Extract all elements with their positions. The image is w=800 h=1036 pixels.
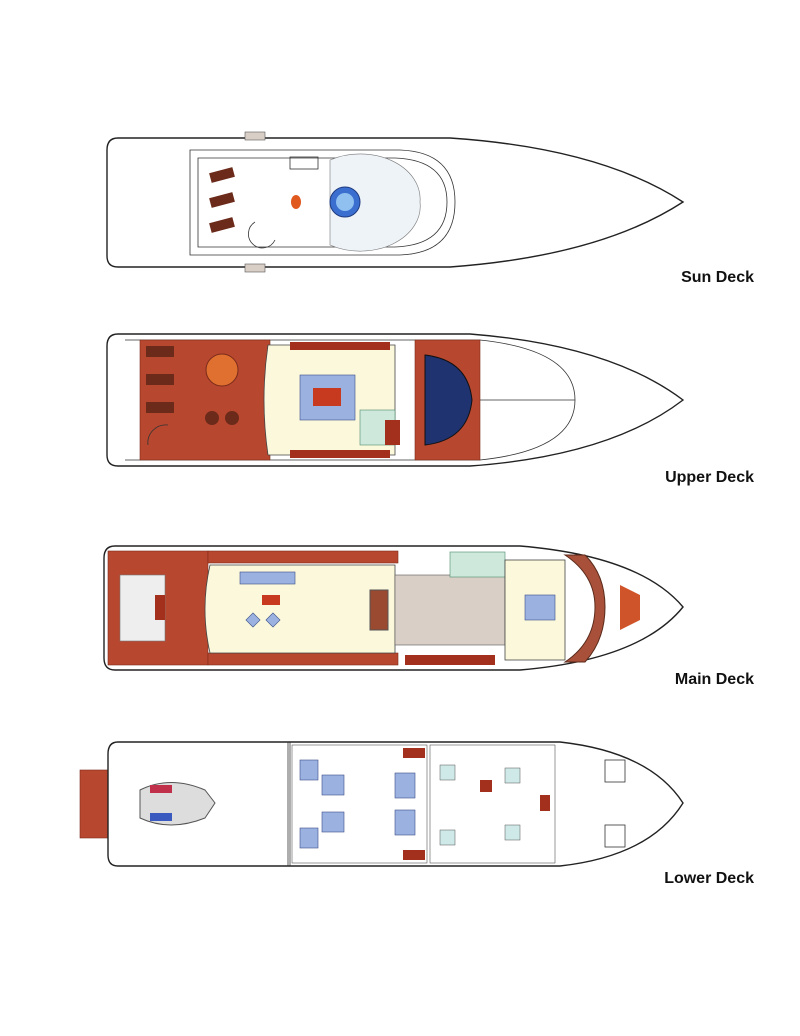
main-deck-drawing <box>103 545 684 671</box>
deck-label-lower: Lower Deck <box>664 870 754 887</box>
deck-label-sun: Sun Deck <box>681 269 754 286</box>
table <box>291 195 301 209</box>
crew-cabins <box>429 744 556 864</box>
deck-label-upper: Upper Deck <box>665 469 754 486</box>
lower-deck-plan: Lower Deck <box>79 741 754 887</box>
stair-bottom <box>244 263 266 273</box>
deck-label-main: Main Deck <box>674 671 754 688</box>
galley <box>394 574 506 646</box>
sofa <box>239 571 296 585</box>
main-salon <box>204 564 396 654</box>
upper-deck-plan: Upper Deck <box>0 0 800 500</box>
upper-deck-drawing <box>106 333 685 467</box>
sun-deck-drawing <box>106 131 685 273</box>
dining-table <box>205 353 239 387</box>
sun-loungers <box>209 167 235 233</box>
dining-table <box>369 589 389 631</box>
aft-deck-teak <box>139 339 271 461</box>
sun-loungers <box>146 346 174 413</box>
foredeck-pad <box>620 585 640 630</box>
helm-console <box>424 354 473 446</box>
lower-deck-drawing <box>79 741 684 867</box>
spa-seating <box>329 153 421 252</box>
stair-top <box>244 131 266 141</box>
guest-cabins <box>291 744 428 864</box>
main-deck-plan: Main Deck <box>103 545 754 688</box>
sun-deck-plan: Sun Deck <box>0 0 800 300</box>
